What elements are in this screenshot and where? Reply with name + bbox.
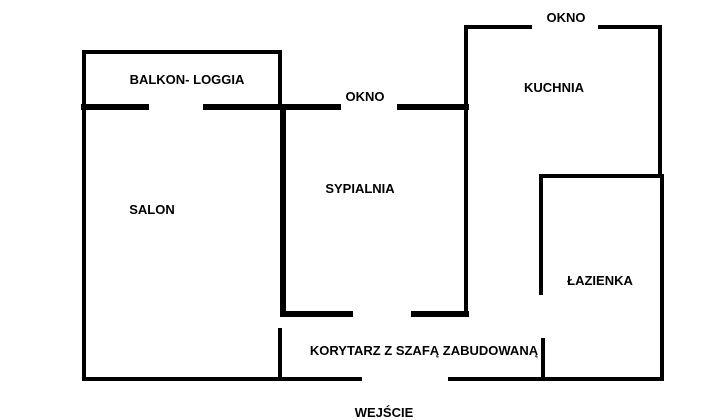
balcony-walls [82, 50, 282, 109]
corridor-label: KORYTARZ Z SZAFĄ ZABUDOWANĄ [310, 343, 539, 358]
entrance-label: WEJŚCIE [355, 405, 414, 420]
kitchen-window-label: OKNO [547, 10, 586, 25]
balcony-label: BALKON- LOGGIA [130, 72, 245, 87]
salon-bedroom-wall [278, 104, 286, 381]
bathroom-walls [539, 174, 664, 381]
salon-walls [82, 105, 362, 381]
kitchen-label: KUCHNIA [524, 80, 585, 95]
salon-label: SALON [129, 202, 175, 217]
bathroom-label: ŁAZIENKA [567, 273, 633, 288]
bedroom-label: SYPIALNIA [325, 181, 395, 196]
kitchen-top-wall [464, 25, 662, 178]
bedroom-window-label: OKNO [346, 89, 385, 104]
